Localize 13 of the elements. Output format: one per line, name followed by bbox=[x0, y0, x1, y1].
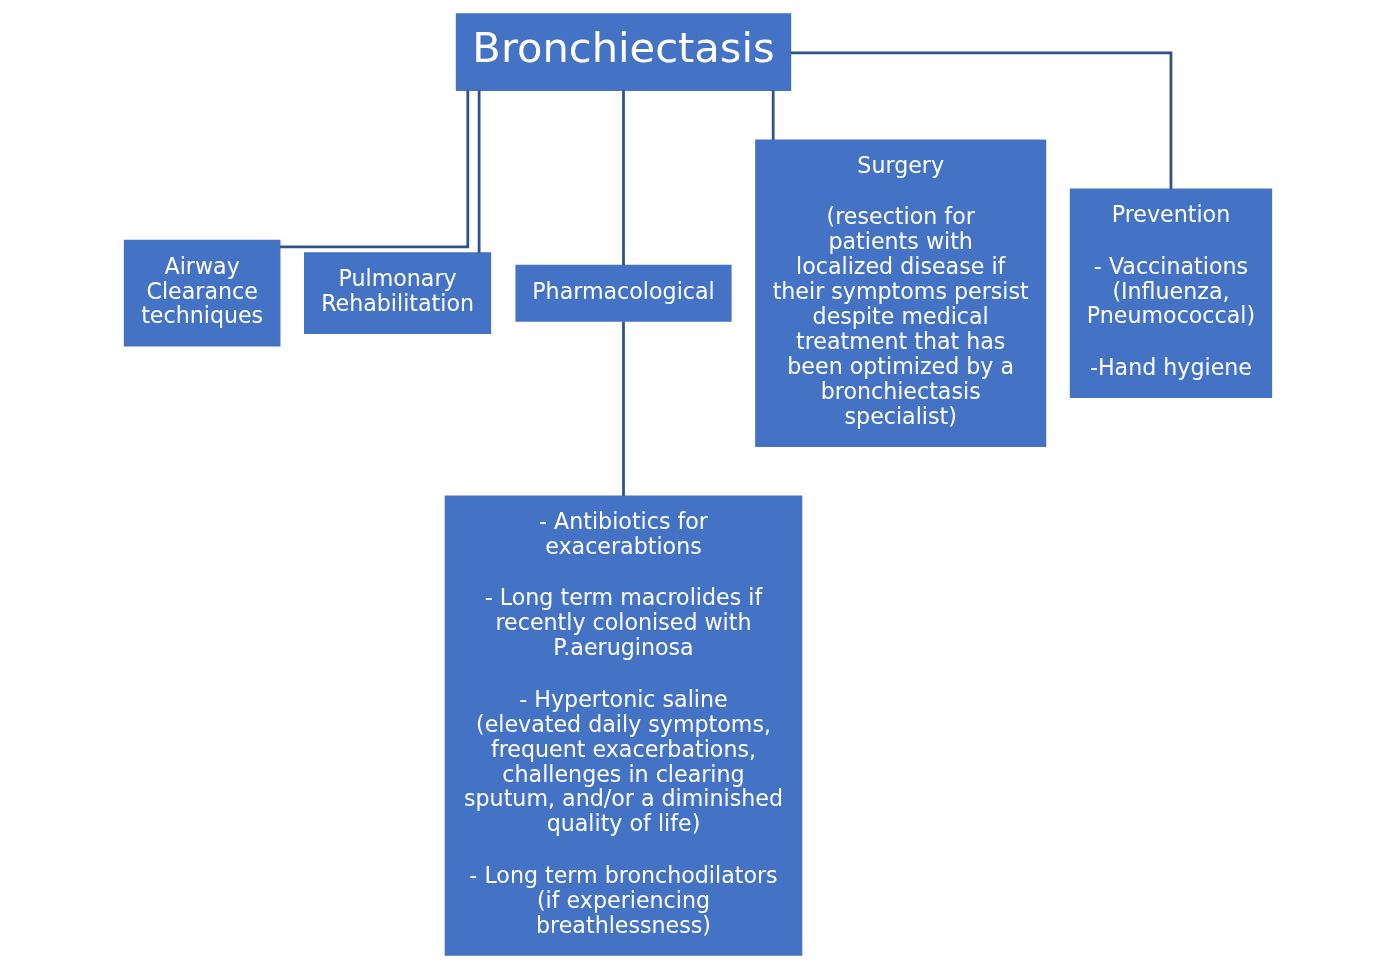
node-box: Pharmacological bbox=[515, 264, 732, 322]
node-box: Pulmonary Rehabilitation bbox=[304, 252, 492, 335]
connector bbox=[477, 90, 481, 253]
connector bbox=[622, 90, 625, 266]
connector bbox=[280, 90, 470, 249]
node-box: Surgery (resection for patients with localized disease if their symptoms persist despite medical treatment that has been optimized by a bronchiectasis specialist) bbox=[755, 139, 1047, 448]
connector bbox=[790, 51, 1173, 190]
node-box: - Antibiotics for exacerabtions - Long term macrolides if recently colonised with P.aeruginosa - Hypertonic saline (elevated daily symptoms, frequent exacerbations, challenges in clearing sputum, and/or a diminished quality of life) - Long term bronchodilators (if experiencing breathlessness) bbox=[444, 495, 803, 956]
node-box: Airway Clearance techniques bbox=[123, 239, 281, 347]
node-box: Bronchiectasis bbox=[455, 13, 792, 91]
node-box: Prevention - Vaccinations (Influenza, Pneumococcal) -Hand hygiene bbox=[1069, 188, 1273, 398]
connector bbox=[622, 321, 625, 496]
connector bbox=[771, 90, 775, 140]
